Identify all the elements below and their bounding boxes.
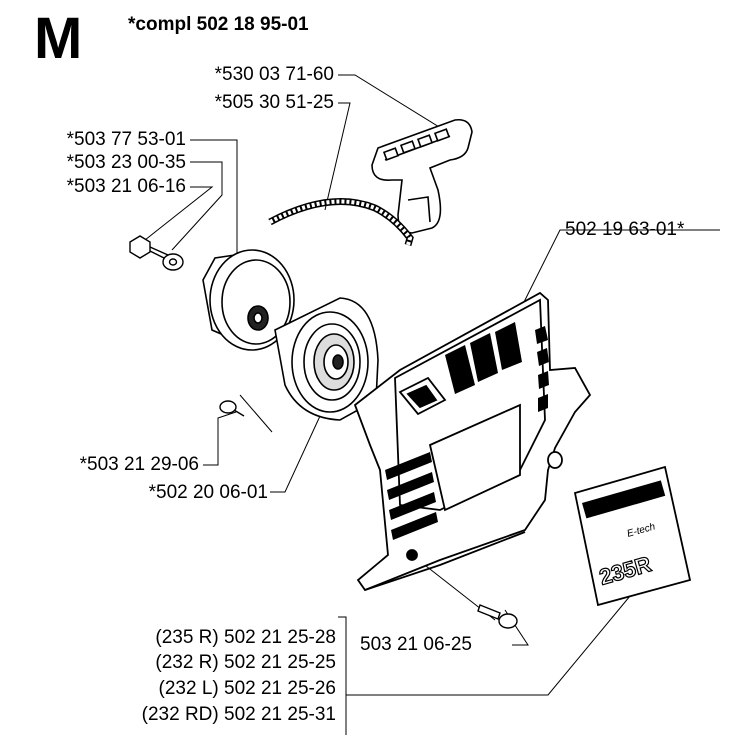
leader-spring-screw — [203, 411, 237, 466]
leader-cassette — [270, 389, 333, 493]
label-spring-screw: *503 21 29-06 — [79, 454, 199, 475]
leader-decal — [346, 589, 636, 696]
leader-center-screw — [144, 186, 214, 241]
washer-part — [162, 253, 184, 271]
label-handle: *530 03 71-60 — [214, 64, 334, 85]
starter-handle-part — [371, 118, 473, 234]
leader-washer — [171, 161, 223, 251]
leader-pulley — [190, 139, 238, 255]
center-screw-part — [129, 235, 169, 260]
variant-row: (235 R) 502 21 25-28 — [155, 627, 336, 648]
variant-row: (232 RD) 502 21 25-31 — [141, 704, 336, 725]
leader-variants — [338, 616, 347, 735]
label-pulley: *503 77 53-01 — [66, 129, 186, 150]
spring-screw-part — [219, 400, 245, 417]
leader-rope — [324, 102, 351, 211]
starter-cover-part — [353, 291, 592, 592]
leader-handle — [338, 74, 445, 131]
section-letter: M — [34, 6, 83, 71]
model-decal-part: Husqvarna E-tech 235R — [573, 465, 692, 607]
label-rope: *505 30 51-25 — [214, 92, 334, 113]
leader-pulley-axis — [239, 394, 273, 433]
variant-row: (232 L) 502 21 25-26 — [158, 678, 336, 699]
variant-row: (232 R) 502 21 25-25 — [155, 652, 336, 673]
starter-rope-part — [268, 198, 414, 246]
label-spring-cassette: *502 20 06-01 — [148, 482, 268, 503]
rope-pulley-part — [202, 249, 295, 351]
cover-screw-part — [477, 604, 518, 629]
label-cover-screw: 503 21 06-25 — [360, 634, 472, 655]
spring-cassette-part — [274, 297, 379, 421]
label-washer: *503 23 00-35 — [66, 152, 186, 173]
label-center-screw: *503 21 06-16 — [66, 176, 186, 197]
label-cover: 502 19 63-01* — [565, 219, 685, 240]
leader-cover — [519, 229, 720, 311]
complete-kit-number: *compl 502 18 95-01 — [128, 14, 309, 35]
